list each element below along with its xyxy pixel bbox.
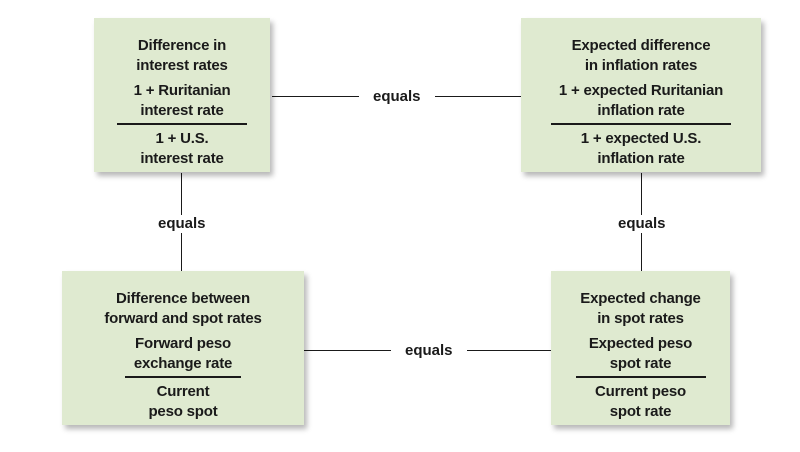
box-heading-line: in inflation rates bbox=[584, 57, 698, 74]
fraction-denominator-line: 1 + U.S. bbox=[155, 129, 209, 147]
fraction-bar bbox=[551, 123, 731, 125]
fraction-denominator-line: Current bbox=[156, 382, 210, 400]
box-heading-line: Difference between bbox=[116, 290, 250, 307]
inflation-rate-difference-box: Expected difference in inflation rates 1… bbox=[521, 18, 761, 172]
fraction-denominator-line: spot rate bbox=[609, 402, 672, 420]
box-heading-line: Expected difference bbox=[571, 37, 711, 54]
fraction-numerator-line: exchange rate bbox=[133, 355, 233, 372]
fraction-denominator-line: Current peso bbox=[595, 382, 686, 400]
box-heading-line: forward and spot rates bbox=[104, 310, 262, 327]
fraction-bar bbox=[117, 123, 247, 125]
box-heading-line: Expected change bbox=[580, 290, 701, 307]
fraction-numerator-line: 1 + Ruritanian bbox=[133, 82, 231, 99]
fraction-numerator-line: Forward peso bbox=[135, 335, 231, 352]
equals-label-right: equals bbox=[604, 215, 680, 233]
box-heading-line: Difference in bbox=[137, 37, 227, 54]
equals-label-bottom: equals bbox=[391, 342, 467, 360]
fraction-numerator-line: Expected peso bbox=[588, 335, 693, 352]
fraction-numerator-line: 1 + expected Ruritanian bbox=[558, 82, 724, 99]
fraction-numerator-line: inflation rate bbox=[597, 102, 685, 119]
equals-label-left: equals bbox=[144, 215, 220, 233]
fraction-numerator-line: interest rate bbox=[140, 102, 224, 119]
fraction-denominator-line: peso spot bbox=[148, 402, 218, 420]
fraction-bar bbox=[575, 376, 706, 378]
box-heading-line: in spot rates bbox=[597, 310, 684, 327]
box-heading-line: interest rates bbox=[136, 57, 228, 74]
fraction-denominator-line: inflation rate bbox=[597, 149, 685, 167]
fraction-denominator-line: 1 + expected U.S. bbox=[580, 129, 702, 147]
forward-spot-difference-box: Difference between forward and spot rate… bbox=[62, 271, 304, 425]
fraction-numerator-line: spot rate bbox=[609, 355, 672, 372]
fraction-denominator-line: interest rate bbox=[140, 149, 224, 167]
equals-label-top: equals bbox=[359, 88, 435, 106]
fraction-bar bbox=[125, 376, 241, 378]
interest-rate-difference-box: Difference in interest rates 1 + Ruritan… bbox=[94, 18, 270, 172]
expected-spot-change-box: Expected change in spot rates Expected p… bbox=[551, 271, 730, 425]
